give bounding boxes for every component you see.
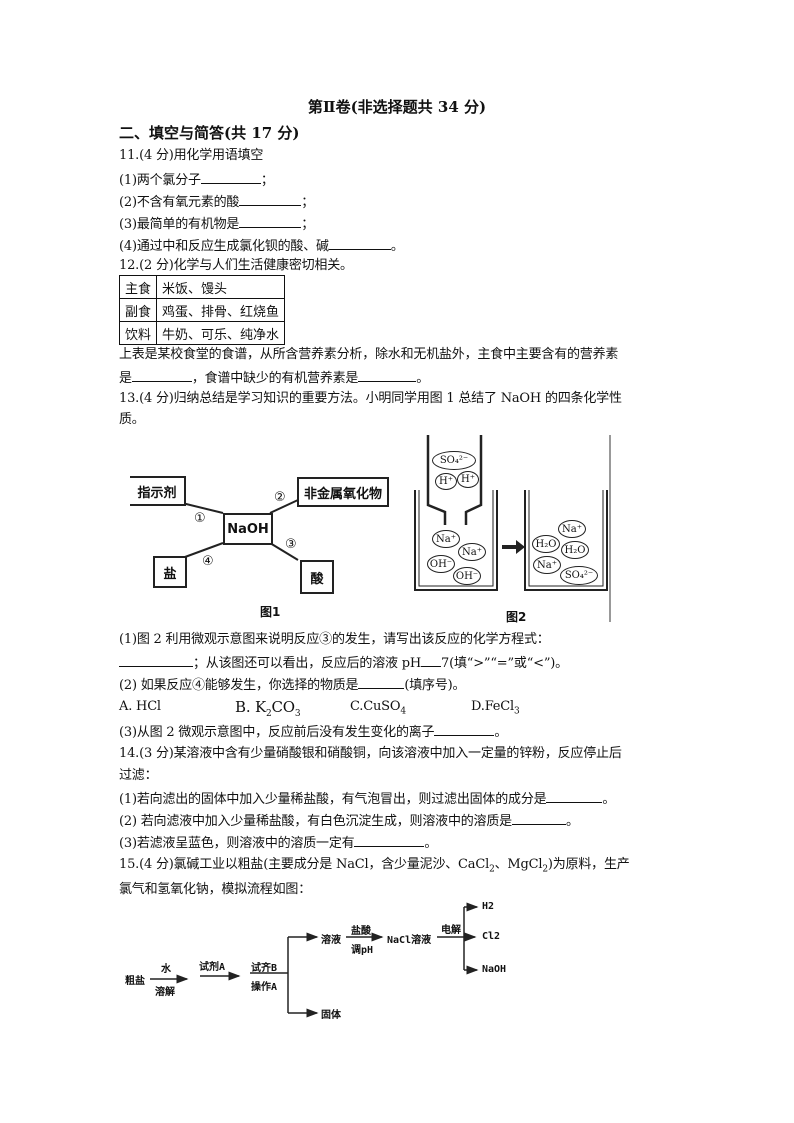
reaction-number-2: ② <box>274 490 286 505</box>
ion-hydrogen: H⁺ <box>435 473 457 490</box>
molecule-water: H₂O <box>561 541 589 559</box>
answer-blank[interactable] <box>239 213 302 228</box>
q13-sub1-line1: (1)图 2 利用微观示意图来说明反应③的发生，请写出该反应的化学方程式： <box>119 632 550 647</box>
node-naoh: NaOH <box>223 513 273 545</box>
option-b[interactable]: B. K2CO3 <box>235 698 301 719</box>
q14-stem-line2: 过滤： <box>119 768 158 783</box>
answer-blank[interactable] <box>119 652 193 667</box>
paper-section-title: 第Ⅱ卷(非选择题共 34 分) <box>307 98 487 116</box>
answer-blank[interactable] <box>131 367 192 382</box>
flow-water: 水 <box>161 964 171 975</box>
ion-hydroxide: OH⁻ <box>427 555 455 573</box>
node-nonmetal-oxide: 非金属氧化物 <box>297 477 389 507</box>
q13-sub2: (2) 如果反应④能够发生，你选择的物质是(填序号)。 <box>119 674 466 696</box>
flow-product-cl2: Cl2 <box>482 931 501 942</box>
q11-item-3: (3)最简单的有机物是； <box>119 213 314 235</box>
flow-reagent-a: 试剂A <box>199 962 226 973</box>
figure-1-caption: 图1 <box>260 605 281 619</box>
flow-operation-a: 操作A <box>251 982 278 993</box>
flow-dissolve: 溶解 <box>155 987 175 998</box>
table-cell-category: 饮料 <box>118 321 158 345</box>
node-indicator: 指示剂 <box>130 476 186 506</box>
answer-blank[interactable] <box>511 810 566 825</box>
node-salt: 盐 <box>153 556 187 588</box>
flow-product-naoh: NaOH <box>482 964 507 975</box>
chlor-alkali-flowchart: 粗盐 水 溶解 试剂A 试齐B 操作A 溶液 盐酸 调pH NaCl溶液 电解 … <box>115 895 515 1035</box>
reaction-number-3: ③ <box>285 537 297 552</box>
beakers-and-burette <box>414 435 611 622</box>
flow-product-h2: H2 <box>482 901 495 912</box>
part-heading: 二、填空与简答(共 17 分) <box>119 124 300 142</box>
flow-nacl-solution: NaCl溶液 <box>387 935 432 946</box>
answer-blank[interactable] <box>434 721 495 736</box>
option-a[interactable]: A. HCl <box>119 699 161 714</box>
menu-table: 主食 米饭、馒头 副食 鸡蛋、排骨、红烧鱼 饮料 牛奶、可乐、纯净水 <box>118 275 286 345</box>
q12-text-line1: 上表是某校食堂的食谱，从所含营养素分析，除水和无机盐外，主食中主要含有的营养素 <box>119 347 619 362</box>
connector-lines <box>181 499 299 561</box>
flow-reagent-b: 试齐B <box>251 963 278 974</box>
flow-crude-salt: 粗盐 <box>125 976 145 987</box>
ion-sodium: Na⁺ <box>432 530 460 548</box>
option-c[interactable]: C.CuSO4 <box>350 699 406 717</box>
q14-item-1: (1)若向滤出的固体中加入少量稀盐酸，有气泡冒出，则过滤出固体的成分是。 <box>119 788 615 810</box>
figure-1-naoh-properties: 指示剂 非金属氧化物 NaOH 盐 酸 ① ② ③ ④ 图1 <box>120 455 400 625</box>
ion-sodium: Na⁺ <box>533 556 561 574</box>
answer-blank[interactable] <box>200 169 261 184</box>
ion-sulfate: SO₄²⁻ <box>560 566 598 585</box>
flow-solution: 溶液 <box>321 935 341 946</box>
ion-sodium: Na⁺ <box>558 520 586 538</box>
q11-item-4: (4)通过中和反应生成氯化钡的酸、碱。 <box>119 235 404 257</box>
q14-item-2: (2) 若向滤液中加入少量稀盐酸，有白色沉淀生成，则溶液中的溶质是。 <box>119 810 579 832</box>
answer-blank[interactable] <box>421 652 441 667</box>
q12-stem: 12.(2 分)化学与人们生活健康密切相关。 <box>119 258 353 273</box>
table-row: 饮料 牛奶、可乐、纯净水 <box>118 321 286 345</box>
q13-stem-line2: 质。 <box>119 412 145 427</box>
answer-blank[interactable] <box>239 191 302 206</box>
flow-hcl: 盐酸 <box>351 926 371 937</box>
ion-sodium: Na⁺ <box>458 543 486 561</box>
table-row: 主食 米饭、馒头 <box>118 275 286 299</box>
q15-stem-line1: 15.(4 分)氯碱工业以粗盐(主要成分是 NaCl，含少量泥沙、CaCl2、M… <box>119 857 630 875</box>
q11-item-2: (2)不含有氧元素的酸； <box>119 191 314 213</box>
table-cell-items: 牛奶、可乐、纯净水 <box>156 321 286 345</box>
ion-hydrogen: H⁺ <box>457 471 479 488</box>
option-d[interactable]: D.FeCl3 <box>471 699 520 717</box>
flow-electrolysis: 电解 <box>441 925 461 936</box>
table-cell-category: 主食 <box>118 275 158 299</box>
flow-adjust-ph: 调pH <box>351 945 374 956</box>
q14-stem-line1: 14.(3 分)某溶液中含有少量硝酸银和硝酸铜，向该溶液中加入一定量的锌粉，反应… <box>119 746 622 761</box>
answer-blank[interactable] <box>358 674 405 689</box>
reaction-number-1: ① <box>194 511 206 526</box>
table-cell-category: 副食 <box>118 298 158 322</box>
table-cell-items: 米饭、馒头 <box>156 275 286 299</box>
figure-2-micro-diagram: SO₄²⁻ H⁺ H⁺ Na⁺ Na⁺ OH⁻ OH⁻ Na⁺ H₂O H₂O … <box>400 430 620 625</box>
figure-2-caption: 图2 <box>506 610 527 624</box>
ion-sulfate: SO₄²⁻ <box>432 451 476 470</box>
q14-item-3: (3)若滤液呈蓝色，则溶液中的溶质一定有。 <box>119 832 437 854</box>
q11-item-1: (1)两个氯分子； <box>119 169 274 191</box>
table-cell-items: 鸡蛋、排骨、红烧鱼 <box>156 298 286 322</box>
answer-blank[interactable] <box>546 788 603 803</box>
reaction-number-4: ④ <box>202 554 214 569</box>
answer-blank[interactable] <box>328 235 391 250</box>
q11-stem: 11.(4 分)用化学用语填空 <box>119 148 264 163</box>
q15-stem-line2: 氯气和氢氧化钠，模拟流程如图： <box>119 882 312 897</box>
answer-blank[interactable] <box>358 367 417 382</box>
table-row: 副食 鸡蛋、排骨、红烧鱼 <box>118 298 286 322</box>
molecule-water: H₂O <box>532 535 560 553</box>
answer-blank[interactable] <box>354 832 425 847</box>
ion-hydroxide: OH⁻ <box>453 567 481 585</box>
q12-text-line2: 是，食谱中缺少的有机营养素是。 <box>119 367 429 389</box>
node-acid: 酸 <box>300 560 334 594</box>
q13-sub3: (3)从图 2 微观示意图中，反应前后没有发生变化的离子。 <box>119 721 507 743</box>
flow-solid: 固体 <box>321 1010 341 1021</box>
flow-arrows <box>150 902 479 1018</box>
q13-stem-line1: 13.(4 分)归纳总结是学习知识的重要方法。小明同学用图 1 总结了 NaOH… <box>119 391 622 406</box>
